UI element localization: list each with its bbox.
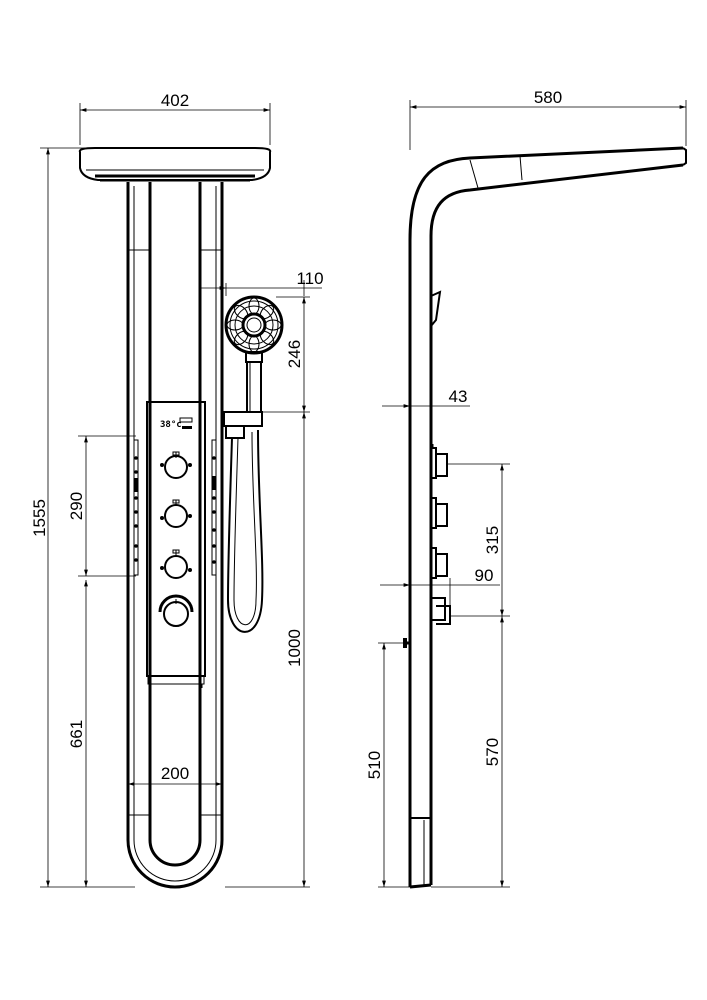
dim-label-1555: 1555 — [30, 499, 49, 537]
dim-label-200: 200 — [161, 764, 189, 783]
side-view: 580 43 315 90 570 — [365, 88, 687, 889]
body-jets-left — [133, 439, 139, 576]
dimension-spout-height: 570 — [431, 616, 510, 888]
water-inlet — [403, 638, 410, 648]
dimension-panel-width: 200 — [128, 764, 222, 786]
front-view: 38°c — [30, 91, 324, 889]
u-frame-tube — [126, 182, 224, 889]
dim-label-661: 661 — [67, 720, 86, 748]
diverter-knob-1[interactable] — [160, 451, 192, 479]
dim-label-570: 570 — [483, 738, 502, 766]
dimension-handshower-length: 246 — [262, 296, 310, 413]
side-knob-3 — [430, 547, 448, 579]
thermostatic-knob[interactable] — [158, 594, 194, 627]
rain-shower-head — [78, 147, 272, 182]
dim-label-510: 510 — [365, 751, 384, 779]
dim-label-315: 315 — [483, 526, 502, 554]
dim-label-580: 580 — [534, 88, 562, 107]
dim-label-90: 90 — [475, 566, 494, 585]
dim-label-246: 246 — [285, 340, 304, 368]
dim-label-1000: 1000 — [285, 629, 304, 667]
side-knob-1 — [430, 444, 448, 479]
body-jets-right — [211, 439, 217, 576]
diverter-knob-3[interactable] — [160, 549, 192, 579]
dimension-valve-span: 315 — [447, 463, 510, 617]
dim-label-402: 402 — [161, 91, 189, 110]
control-panel: 38°c — [146, 401, 206, 688]
side-knob-2 — [430, 497, 448, 529]
side-panel-profile — [408, 146, 687, 889]
dimension-body-jets: 290 — [67, 435, 136, 577]
temperature-display: 38°c — [160, 420, 182, 430]
diverter-knob-2[interactable] — [160, 499, 192, 528]
dimension-inlet-height: 510 — [365, 642, 410, 888]
dimension-total-height: 1555 — [30, 147, 135, 888]
dimension-spout-depth: 90 — [380, 566, 500, 606]
dimension-panel-depth: 43 — [382, 387, 470, 412]
dimension-handshower-diameter: 110 — [200, 269, 324, 296]
dimension-holder-to-floor: 1000 — [225, 412, 310, 888]
dim-label-290: 290 — [67, 492, 86, 520]
dimension-head-width: 402 — [79, 91, 271, 145]
dim-label-43: 43 — [449, 387, 468, 406]
hand-shower — [223, 295, 284, 633]
dim-label-110: 110 — [296, 269, 323, 288]
side-spout — [430, 597, 451, 625]
dimension-jets-to-floor: 661 — [67, 580, 88, 887]
dimension-side-projection: 580 — [409, 88, 687, 150]
